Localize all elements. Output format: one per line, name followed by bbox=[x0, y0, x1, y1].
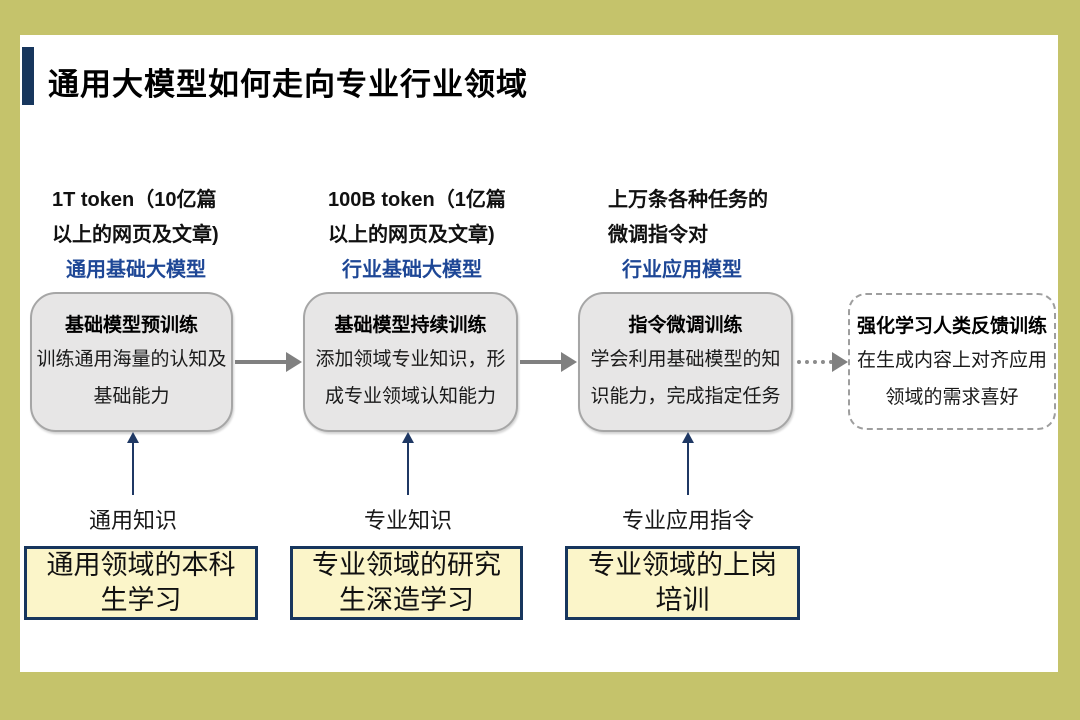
input-label-professional-instructions: 专业应用指令 bbox=[621, 508, 754, 533]
arrow-right-dotted-icon bbox=[797, 360, 833, 364]
arrow-right-head-icon bbox=[832, 352, 848, 372]
analogy-line: 生深造学习 bbox=[339, 585, 474, 615]
stage-box-continued-training: 基础模型持续训练 添加领域专业知识，形 成专业领域认知能力 bbox=[303, 292, 518, 432]
model-label-industry-app: 行业应用模型 bbox=[622, 259, 742, 281]
stage-box-instruction-tuning: 指令微调训练 学会利用基础模型的知 识能力，完成指定任务 bbox=[578, 292, 793, 432]
data-column-line: 以上的网页及文章) bbox=[52, 224, 219, 246]
stage-desc-line: 在生成内容上对齐应用 bbox=[856, 350, 1047, 371]
analogy-box-undergraduate: 通用领域的本科 生学习 bbox=[24, 546, 258, 620]
model-label-industry-base: 行业基础大模型 bbox=[342, 259, 482, 281]
title-accent-bar bbox=[22, 47, 34, 105]
stage-desc-line: 学会利用基础模型的知 bbox=[590, 349, 781, 370]
stage-desc-line: 基础能力 bbox=[93, 386, 170, 407]
arrow-up-line bbox=[132, 443, 134, 495]
input-label-professional-knowledge: 专业知识 bbox=[363, 508, 452, 533]
analogy-line: 培训 bbox=[655, 585, 710, 615]
arrow-up-head-icon bbox=[682, 432, 694, 443]
stage-desc-line: 成专业领域认知能力 bbox=[324, 386, 496, 407]
stage-title: 基础模型预训练 bbox=[64, 315, 198, 336]
stage-title: 基础模型持续训练 bbox=[334, 315, 487, 336]
arrow-right-icon bbox=[235, 360, 287, 364]
analogy-line: 生学习 bbox=[100, 585, 182, 615]
arrow-right-icon bbox=[520, 360, 562, 364]
analogy-line: 通用领域的本科 bbox=[46, 550, 236, 580]
arrow-up-line bbox=[407, 443, 409, 495]
data-column-line: 微调指令对 bbox=[608, 224, 708, 246]
analogy-line: 专业领域的上岗 bbox=[588, 550, 777, 580]
presentation-slide: 通用大模型如何走向专业行业领域 1T token（10亿篇 以上的网页及文章) … bbox=[20, 35, 1058, 672]
data-column-continue-train: 100B token（1亿篇 以上的网页及文章) 行业基础大模型 bbox=[328, 183, 598, 288]
stage-box-rlhf: 强化学习人类反馈训练 在生成内容上对齐应用 领域的需求喜好 bbox=[848, 293, 1056, 430]
analogy-box-graduate: 专业领域的研究 生深造学习 bbox=[290, 546, 523, 620]
data-column-pretrain: 1T token（10亿篇 以上的网页及文章) 通用基础大模型 bbox=[52, 183, 322, 288]
stage-title: 指令微调训练 bbox=[628, 315, 743, 336]
data-column-line: 1T token（10亿篇 bbox=[52, 189, 217, 211]
analogy-box-onboarding: 专业领域的上岗 培训 bbox=[565, 546, 800, 620]
stage-desc-line: 领域的需求喜好 bbox=[885, 387, 1019, 408]
stage-desc-line: 添加领域专业知识，形 bbox=[315, 349, 506, 370]
stage-desc-line: 训练通用海量的认知及 bbox=[36, 349, 227, 370]
arrow-up-line bbox=[687, 443, 689, 495]
arrow-right-head-icon bbox=[286, 352, 302, 372]
analogy-line: 专业领域的研究 bbox=[312, 550, 501, 580]
stage-title: 强化学习人类反馈训练 bbox=[856, 316, 1047, 337]
data-column-finetune: 上万条各种任务的 微调指令对 行业应用模型 bbox=[608, 183, 878, 288]
arrow-up-head-icon bbox=[402, 432, 414, 443]
stage-box-pretraining: 基础模型预训练 训练通用海量的认知及 基础能力 bbox=[30, 292, 233, 432]
data-column-line: 以上的网页及文章) bbox=[328, 224, 495, 246]
arrow-right-head-icon bbox=[561, 352, 577, 372]
model-label-general-base: 通用基础大模型 bbox=[66, 259, 206, 281]
stage-desc-line: 识能力，完成指定任务 bbox=[590, 386, 781, 407]
data-column-line: 上万条各种任务的 bbox=[608, 189, 768, 211]
data-column-line: 100B token（1亿篇 bbox=[328, 189, 506, 211]
input-label-general-knowledge: 通用知识 bbox=[88, 508, 177, 533]
page-title: 通用大模型如何走向专业行业领域 bbox=[48, 67, 528, 102]
arrow-up-head-icon bbox=[127, 432, 139, 443]
